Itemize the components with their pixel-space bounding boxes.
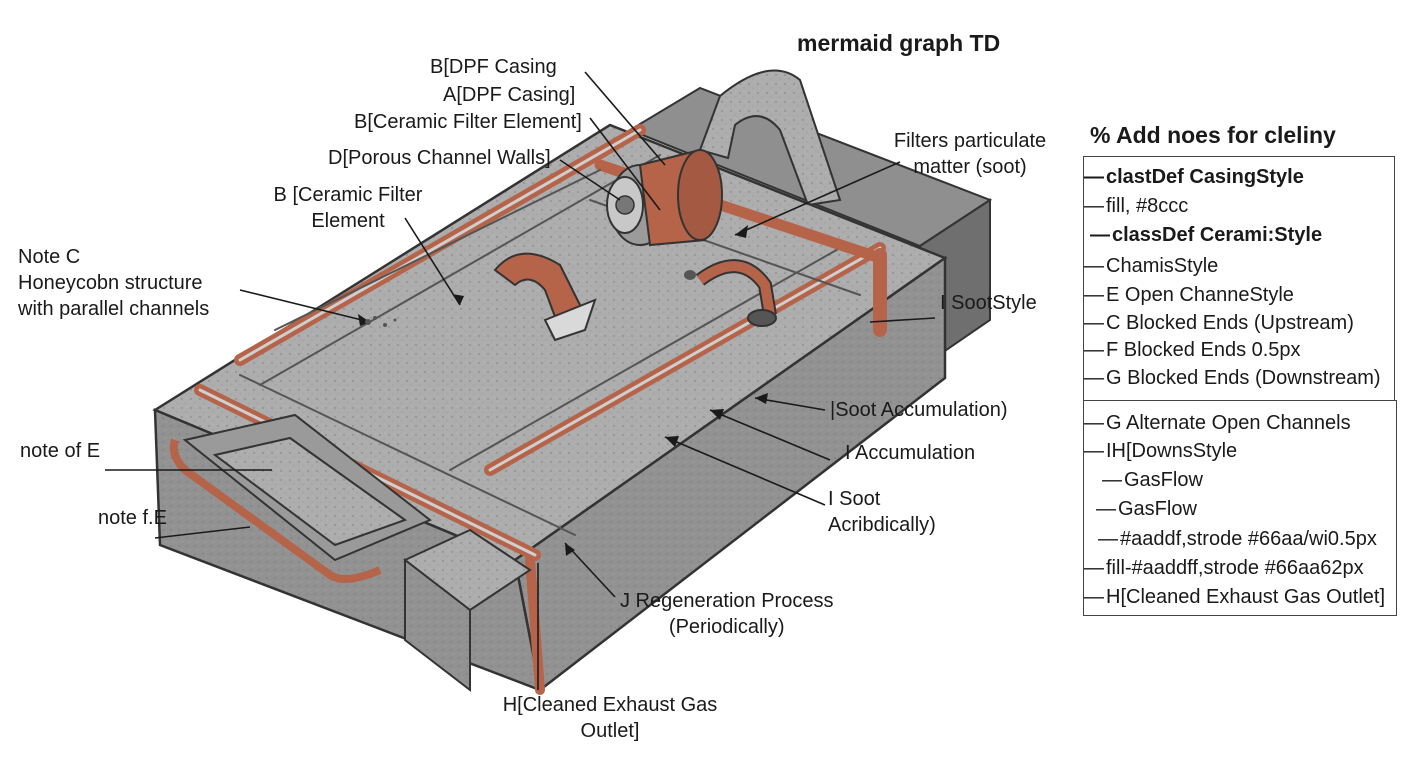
label-i-accumulation: I Accumulation [845, 442, 976, 464]
label-soot-accumulation: |Soot Accumulation) [830, 399, 1008, 421]
label-b-ceramic-filter: B [Ceramic Filter Element [263, 182, 433, 234]
label-note-c: Note C Honeycobn structure with parallel… [18, 244, 209, 322]
panel-line: —GasFlow [1096, 498, 1197, 520]
panel-line: —G Alternate Open Channels [1084, 412, 1351, 434]
panel-line: —G Blocked Ends (Downstream) [1084, 367, 1381, 389]
label-i-sootstyle: I SootStyle [940, 292, 1037, 314]
valve-cylinder [606, 148, 723, 247]
leader-lines [105, 71, 936, 690]
panel-group-2: —G Alternate Open Channels —IH[DownsStyl… [1083, 400, 1397, 616]
panel-title: % Add noes for cleliny [1090, 122, 1336, 148]
label-note-c-line1: Note C [18, 246, 81, 268]
label-b-dpf-casing: B[DPF Casing [430, 56, 557, 78]
panel-line: —IH[DownsStyle [1084, 440, 1238, 462]
label-filters-line1: Filters particulate [893, 130, 1047, 152]
label-h-cleaned-exhaust: H[Cleaned Exhaust Gas Outlet] [490, 692, 730, 744]
corner-block [403, 528, 532, 693]
label-note-of-e: note of E [20, 440, 101, 462]
panel-line: —fill, #8ccc [1084, 195, 1189, 217]
label-note-f-e: note f.E [98, 507, 167, 529]
panel-line: —#aaddf,strode #66aa/wi0.5px [1098, 528, 1377, 550]
label-b-ceramic-filter-line1: B [Ceramic Filter [273, 184, 423, 206]
open-channel-pocket [169, 413, 432, 583]
soot-specks [365, 316, 397, 327]
label-filters-particulate: Filters particulate matter (soot) [880, 128, 1060, 180]
label-i-soot-line2: Acribdically) [828, 514, 936, 536]
panel-line: —clastDef CasingStyle [1084, 166, 1304, 188]
label-d-porous-channel-walls: D[Porous Channel Walls] [328, 147, 551, 169]
soot-pipe [684, 259, 777, 327]
panel-line: —fill-#aaddff,strode #66aa62px [1084, 557, 1364, 579]
label-i-soot: I Soot Acribdically) [828, 486, 936, 538]
panel-line: —ChamisStyle [1084, 255, 1219, 277]
panel-line: —C Blocked Ends (Upstream) [1084, 312, 1354, 334]
label-i-soot-line1: I Soot [828, 488, 881, 510]
label-note-c-line2: Honeycobn structure [18, 272, 203, 294]
label-b-ceramic-filter-line2: Element [311, 210, 385, 232]
label-note-c-line3: with parallel channels [18, 298, 210, 320]
channel-bracket [493, 252, 597, 342]
label-h-cleaned-line1: H[Cleaned Exhaust Gas [502, 694, 718, 716]
panel-line: —F Blocked Ends 0.5px [1084, 339, 1301, 361]
panel-line: —E Open ChanneStyle [1084, 284, 1294, 306]
diagram-title: mermaid graph TD [797, 30, 1001, 56]
panel-line: —classDef Cerami:Style [1090, 224, 1323, 246]
label-j-regen-line2: (Periodically) [668, 616, 785, 638]
label-j-regen-line1: J Regeneration Process [620, 590, 834, 612]
label-b-ceramic-filter-element: B[Ceramic Filter Element] [354, 111, 582, 133]
label-a-dpf-casing: A[DPF Casing] [443, 84, 576, 106]
panel-line: —H[Cleaned Exhaust Gas Outlet] [1084, 586, 1386, 608]
label-filters-line2: matter (soot) [913, 156, 1027, 178]
label-j-regeneration: J Regeneration Process (Periodically) [620, 588, 833, 640]
panel-group-1: —clastDef CasingStyle —fill, #8ccc —clas… [1083, 156, 1395, 402]
label-h-cleaned-line2: Outlet] [580, 720, 640, 742]
inlet-arch [698, 69, 842, 207]
panel-line: —GasFlow [1102, 469, 1203, 491]
